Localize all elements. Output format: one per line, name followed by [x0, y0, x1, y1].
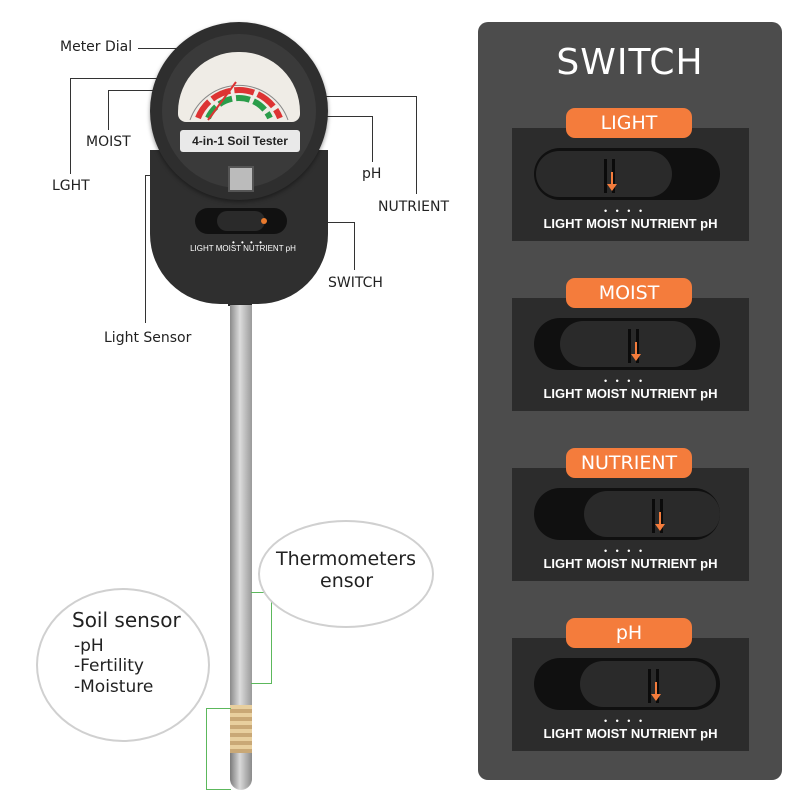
callout-meter-dial: Meter Dial — [60, 39, 133, 55]
thermometer-sensor-marker — [251, 592, 272, 684]
mode-switch-slider[interactable] — [580, 661, 716, 707]
soil-sensor-item: -Fertility — [74, 656, 144, 676]
indicator-arrow-icon — [655, 512, 665, 531]
leader-line — [290, 96, 416, 97]
mode-labels: LIGHT MOIST NUTRIENT pH — [543, 216, 718, 231]
mode-card: • • • •LIGHT MOIST NUTRIENT pH — [512, 128, 749, 241]
leader-line — [416, 96, 417, 194]
soil-sensor-bubble — [36, 588, 210, 742]
dial-scale-graphic — [189, 81, 289, 121]
slider-notch — [660, 499, 663, 533]
device-mode-labels: LIGHT MOIST NUTRIENT pH — [190, 244, 296, 253]
soil-sensor-item: -pH — [74, 636, 104, 656]
callout-ph: pH — [362, 166, 382, 182]
mode-dots: • • • • — [604, 716, 646, 726]
slider-notch — [652, 499, 655, 533]
thermometer-bubble — [258, 520, 434, 628]
thermometer-bubble-line2: ensor — [320, 570, 374, 592]
leader-line — [108, 90, 109, 130]
slider-notch — [648, 669, 651, 703]
mode-switch-slot[interactable] — [534, 658, 720, 710]
soil-sensor-bubble-title: Soil sensor — [72, 608, 181, 632]
slider-notch — [636, 329, 639, 363]
mode-pill-nutrient: NUTRIENT — [566, 448, 692, 478]
indicator-arrow-icon — [631, 342, 641, 361]
mode-dots: • • • • — [604, 376, 646, 386]
device-mode-switch[interactable] — [195, 208, 287, 234]
mode-switch-slider[interactable] — [584, 491, 720, 537]
probe-tip — [230, 753, 252, 789]
slider-notch — [604, 159, 607, 193]
leader-line — [292, 116, 372, 117]
leader-line — [70, 78, 71, 174]
soil-sensor-band — [230, 705, 252, 753]
leader-line — [372, 116, 373, 162]
callout-switch: SWITCH — [328, 275, 383, 291]
mode-pill-moist: MOIST — [566, 278, 692, 308]
thermometer-bubble-line1: Thermometers — [276, 548, 416, 570]
mode-labels: LIGHT MOIST NUTRIENT pH — [543, 726, 718, 741]
callout-nutrient: NUTRIENT — [378, 199, 449, 215]
slider-notch — [656, 669, 659, 703]
device-switch-knob[interactable] — [217, 211, 265, 231]
mode-switch-slot[interactable] — [534, 318, 720, 370]
mode-card: • • • •LIGHT MOIST NUTRIENT pH — [512, 638, 749, 751]
light-sensor — [228, 166, 254, 192]
probe-rod — [230, 305, 252, 790]
mode-labels: LIGHT MOIST NUTRIENT pH — [543, 386, 718, 401]
mode-pill-ph: pH — [566, 618, 692, 648]
switch-panel-title: SWITCH — [556, 42, 704, 83]
slider-notch — [628, 329, 631, 363]
mode-labels: LIGHT MOIST NUTRIENT pH — [543, 556, 718, 571]
soil-sensor-marker — [206, 708, 231, 790]
mode-dots: • • • • — [604, 546, 646, 556]
mode-card: • • • •LIGHT MOIST NUTRIENT pH — [512, 298, 749, 411]
device-switch-indicator — [261, 218, 267, 224]
mode-switch-slider[interactable] — [560, 321, 696, 367]
leader-line — [145, 175, 146, 323]
mode-switch-slot[interactable] — [534, 148, 720, 200]
mode-switch-slot[interactable] — [534, 488, 720, 540]
indicator-arrow-icon — [607, 172, 617, 191]
mode-pill-light: LIGHT — [566, 108, 692, 138]
device-label: 4-in-1 Soil Tester — [180, 130, 300, 152]
leader-line — [354, 222, 355, 270]
callout-moist: MOIST — [86, 134, 131, 150]
device-mode-dots: • • • • — [232, 238, 264, 247]
slider-notch — [612, 159, 615, 193]
mode-card: • • • •LIGHT MOIST NUTRIENT pH — [512, 468, 749, 581]
leader-line — [70, 78, 188, 79]
callout-light-sensor: Light Sensor — [104, 330, 192, 346]
mode-switch-slider[interactable] — [536, 151, 672, 197]
soil-sensor-item: -Moisture — [74, 677, 154, 697]
indicator-arrow-icon — [651, 682, 661, 701]
callout-lght: LGHT — [52, 178, 90, 194]
mode-dots: • • • • — [604, 206, 646, 216]
